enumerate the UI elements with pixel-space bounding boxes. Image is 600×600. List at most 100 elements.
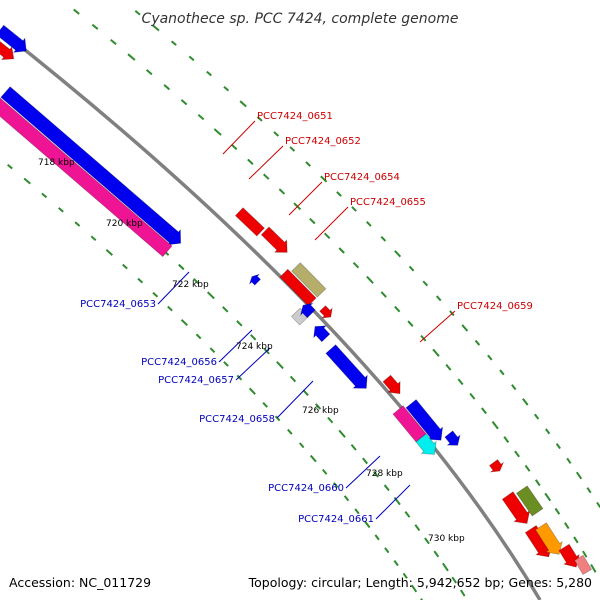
tick-mark [393, 560, 399, 567]
gene-label-pcc7424-0657[interactable]: PCC7424_0657 [158, 375, 234, 386]
tick-mark [394, 305, 401, 313]
tick-mark [380, 235, 387, 242]
tick-mark [90, 235, 97, 242]
gene-label-pcc7424-0652[interactable]: PCC7424_0652 [285, 136, 361, 147]
label-leader-line [288, 181, 323, 216]
tick-mark [582, 550, 588, 558]
tick-mark [414, 524, 421, 532]
tick-mark [575, 471, 583, 480]
tick-mark [192, 278, 200, 285]
tick-mark [524, 464, 531, 472]
gene-feature-orange [534, 522, 563, 555]
tick-mark [222, 306, 229, 313]
tick-mark [373, 470, 380, 478]
tick-mark [188, 55, 195, 62]
gene-feature-red-pcc7424-0659 [382, 374, 401, 395]
tick-mark [73, 8, 80, 15]
genome-title: Cyanothece sp. PCC 7424, complete genome [142, 11, 459, 27]
label-leader-line [235, 347, 271, 381]
tick-mark [23, 177, 31, 185]
gene-label-pcc7424-0655[interactable]: PCC7424_0655 [350, 197, 426, 208]
gene-label-pcc7424-0658[interactable]: PCC7424_0658 [199, 414, 275, 425]
gene-feature-blue-pcc7424-0653 [249, 273, 262, 286]
tick-mark [338, 429, 346, 438]
tick-label-718: 718 kbp [38, 158, 75, 168]
tick-label-720: 720 kbp [106, 219, 143, 229]
tick-mark [137, 277, 144, 284]
tick-mark [230, 143, 238, 151]
tick-mark [404, 511, 411, 518]
tick-mark [302, 389, 309, 397]
gene-feature-blue [0, 86, 182, 246]
tick-mark [262, 401, 268, 408]
tick-mark [511, 384, 517, 391]
tick-mark [223, 361, 229, 367]
gene-feature-khaki-pcc7424-0655 [291, 262, 327, 298]
tick-mark [320, 175, 328, 183]
tick-mark [555, 443, 561, 450]
tick-mark [451, 576, 457, 584]
gene-label-pcc7424-0656[interactable]: PCC7424_0656 [141, 357, 217, 368]
gene-feature-cyan-pcc7424-0661 [415, 433, 437, 455]
gene-label-pcc7424-0651[interactable]: PCC7424_0651 [257, 111, 333, 122]
gene-label-pcc7424-0659[interactable]: PCC7424_0659 [457, 301, 533, 312]
tick-mark [209, 347, 216, 354]
tick-mark [487, 354, 493, 361]
tick-mark [461, 324, 469, 332]
tick-mark [289, 146, 296, 152]
label-leader-line [375, 484, 411, 520]
tick-mark [178, 263, 185, 271]
gene-label-pcc7424-0661[interactable]: PCC7424_0661 [298, 514, 374, 525]
gene-feature-red-small [319, 305, 333, 319]
tick-mark [522, 398, 529, 406]
tick-mark [278, 188, 286, 195]
gene-label-pcc7424-0654[interactable]: PCC7424_0654 [324, 172, 400, 183]
tick-mark [420, 334, 427, 342]
tick-mark [110, 38, 117, 45]
gene-label-pcc7424-0653[interactable]: PCC7424_0653 [80, 299, 156, 310]
tick-mark [394, 250, 402, 258]
tick-mark [315, 403, 322, 410]
tick-mark [480, 407, 487, 415]
tick-mark [239, 100, 247, 108]
gene-feature-red-pcc7424-0652 [260, 226, 288, 253]
tick-mark [248, 387, 256, 395]
gene-feature-red [0, 41, 15, 61]
tick-mark [564, 522, 570, 530]
tick-mark [351, 206, 357, 212]
tick-mark [309, 217, 316, 225]
gene-feature-blue [444, 430, 461, 446]
tick-label-722: 722 kbp [172, 280, 209, 290]
tick-mark [534, 479, 541, 487]
tick-mark [380, 291, 387, 298]
tick-mark [247, 158, 254, 165]
tick-mark [491, 420, 499, 430]
tick-mark [554, 507, 561, 515]
tick-label-730: 730 kbp [428, 534, 465, 544]
genome-summary-text: Topology: circular; Length: 5,942,652 bp… [248, 575, 592, 590]
tick-label-726: 726 kbp [302, 406, 339, 416]
tick-mark [7, 163, 13, 170]
tick-mark [327, 416, 334, 424]
tick-mark [323, 232, 331, 239]
tick-mark [250, 334, 257, 341]
tick-mark [432, 348, 440, 357]
gene-feature-lightred [573, 554, 593, 576]
tick-mark [433, 550, 440, 558]
tick-mark [41, 192, 48, 199]
gene-feature-red [558, 543, 580, 568]
tick-mark [354, 508, 360, 515]
label-leader-line [345, 455, 381, 489]
gene-feature-blue [0, 24, 27, 53]
label-leader-line [222, 120, 256, 155]
tick-mark [289, 375, 297, 383]
tick-mark [321, 468, 328, 475]
tick-mark [442, 562, 449, 572]
label-leader-line [218, 329, 253, 363]
tick-mark [195, 333, 202, 340]
gene-label-pcc7424-0660[interactable]: PCC7424_0660 [268, 483, 344, 494]
tick-mark [152, 24, 160, 32]
tick-mark [167, 305, 173, 312]
tick-mark [586, 487, 592, 494]
